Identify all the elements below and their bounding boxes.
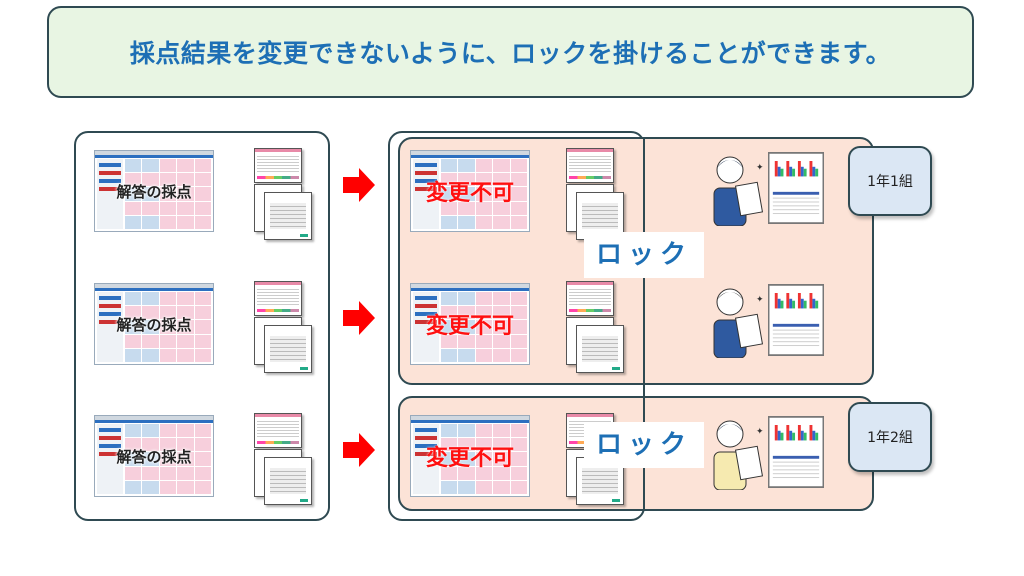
class-tag-label: 1年1組 — [867, 174, 913, 190]
locked-screen: 変更不可 — [410, 415, 530, 497]
teacher-icon: ✦ — [713, 420, 764, 490]
locked-screen: 変更不可 — [410, 283, 530, 365]
svg-text:✦: ✦ — [756, 295, 764, 305]
score-report-icon — [768, 416, 824, 488]
right-arrow-icon — [343, 433, 375, 467]
right-arrow-icon — [343, 301, 375, 335]
screen-label: 変更不可 — [425, 446, 514, 471]
answer-sheet-stack — [254, 148, 316, 240]
svg-text:✦: ✦ — [756, 427, 764, 437]
grading-screen: 解答の採点 — [94, 283, 214, 365]
locked-screen: 変更不可 — [410, 150, 530, 232]
class-tag-2: 1年2組 — [848, 402, 932, 472]
score-report-icon — [768, 152, 824, 224]
lock-label-1: ロック — [584, 232, 705, 278]
class-tag-1: 1年1組 — [848, 146, 932, 216]
grading-screen: 解答の採点 — [94, 150, 214, 232]
lock-label-2: ロック — [584, 422, 705, 468]
score-report-icon — [768, 284, 824, 356]
screen-label: 解答の採点 — [116, 447, 192, 466]
svg-text:✦: ✦ — [756, 163, 764, 173]
screen-label: 変更不可 — [425, 181, 514, 206]
answer-sheet-stack — [566, 148, 628, 240]
teacher-icon: ✦ — [713, 288, 764, 358]
answer-sheet-stack — [254, 413, 316, 505]
grading-screen: 解答の採点 — [94, 415, 214, 497]
class-tag-label: 1年2組 — [867, 430, 913, 446]
answer-sheet-stack — [566, 281, 628, 373]
right-arrow-icon — [343, 168, 375, 202]
title-text: 採点結果を変更できないように、ロックを掛けることができます。 — [129, 39, 892, 68]
screen-label: 解答の採点 — [116, 315, 192, 334]
answer-sheet-stack — [254, 281, 316, 373]
lock-scope-edge — [643, 137, 645, 511]
screen-label: 変更不可 — [425, 314, 514, 339]
teacher-icon: ✦ — [713, 156, 764, 226]
screen-label: 解答の採点 — [116, 182, 192, 201]
title-banner: 採点結果を変更できないように、ロックを掛けることができます。 — [47, 6, 974, 98]
